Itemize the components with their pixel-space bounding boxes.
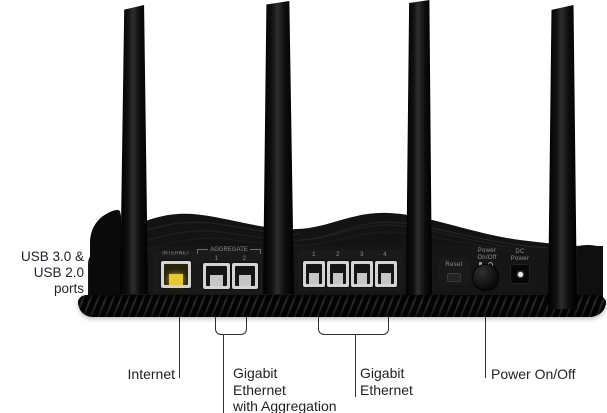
dc-label-line2: Power [510,256,530,262]
dc-label-line1: DC [515,249,525,255]
usb-ports-label: USB 3.0 & USB 2.0 ports [0,249,84,297]
dc-power-jack [510,264,530,284]
ethernet-port-1-number: 1 [312,252,316,258]
ethernet-port-3-number: 3 [360,252,364,258]
antenna-3 [406,0,432,295]
ethernet-port-2-number: 2 [336,252,340,258]
aggregation-callout-bracket [215,317,247,335]
router-base [78,295,606,317]
aggregation-callout-line [223,334,224,413]
ethernet-callout-line [355,334,356,397]
usb-ports-label-line2: USB 2.0 ports [33,265,84,296]
aggregate-bracket-left [197,249,209,254]
usb-ports-label-line1: USB 3.0 & [20,249,84,264]
aggregate-port-2 [232,263,258,289]
port-tab [332,273,344,284]
aggregate-port-1 [203,263,230,289]
ethernet-port-4-number: 4 [383,252,387,258]
antenna-2 [263,1,294,294]
internet-port [161,261,191,288]
ethernet-callout-bracket [318,317,389,335]
aggregate-port-1-number: 1 [214,256,219,262]
aggregate-label: AGGREGATE [210,247,248,253]
power-on-mark [479,262,482,266]
internet-port-label: INTERNET [162,251,190,257]
aggregate-bracket-right [249,249,261,254]
port-tab [356,273,368,284]
port-tab [210,275,223,286]
reset-button [447,273,461,282]
aggregation-label-line2: Ethernet [233,381,286,398]
ethernet-label-line2: Ethernet [360,381,413,398]
aggregate-port-2-number: 2 [242,256,247,262]
aggregation-callout-label: Gigabit Ethernet with Aggregation [233,365,337,413]
power-callout-label: Power On/Off [491,366,576,382]
ethernet-label-line1: Gigabit [360,365,405,381]
dc-power-label: DC Power [505,249,535,263]
ethernet-callout-label: Gigabit Ethernet [360,365,413,398]
internet-port-tab [169,273,183,285]
port-tab [239,275,251,286]
antenna-1 [120,5,148,294]
ethernet-port-3 [351,261,373,287]
aggregation-label-line1: Gigabit [233,365,278,381]
port-tab [380,273,392,284]
antenna-4 [548,5,577,309]
ethernet-port-1 [303,261,325,287]
power-callout-line [485,316,486,378]
aggregation-label-line3: with Aggregation [233,398,337,413]
base-shading [78,295,606,317]
internet-callout-label: Internet [127,366,175,382]
ethernet-port-2 [327,261,349,287]
ethernet-port-4 [375,261,397,287]
dc-jack-pin [517,272,523,278]
power-button-label: Power On/Off [468,248,506,262]
power-label-line2: On/Off [477,255,497,261]
power-button [473,265,498,290]
aggregate-label-group: AGGREGATE [197,247,261,254]
internet-callout-line [179,316,180,378]
port-tab [308,273,320,284]
power-label-line1: Power [477,248,497,254]
reset-label: Reset [445,262,463,268]
